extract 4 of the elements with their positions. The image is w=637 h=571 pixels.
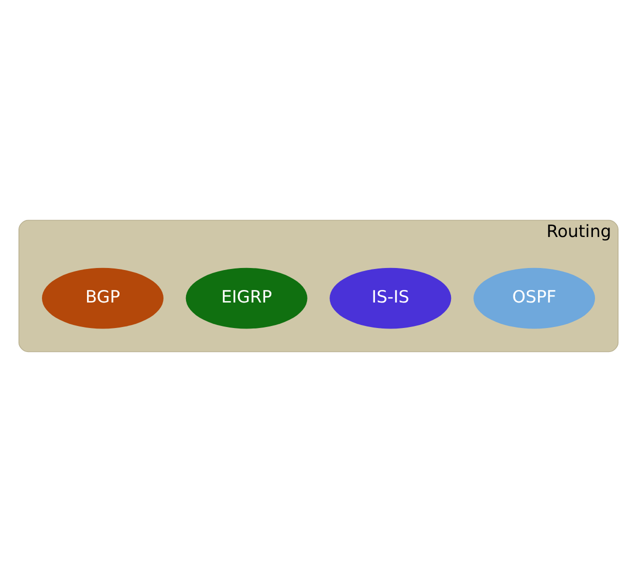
- node-ellipse: BGP: [42, 267, 164, 328]
- node-ellipse: IS-IS: [330, 267, 452, 328]
- node-ellipse: OSPF: [474, 267, 596, 328]
- node-ellipse: EIGRP: [186, 267, 308, 328]
